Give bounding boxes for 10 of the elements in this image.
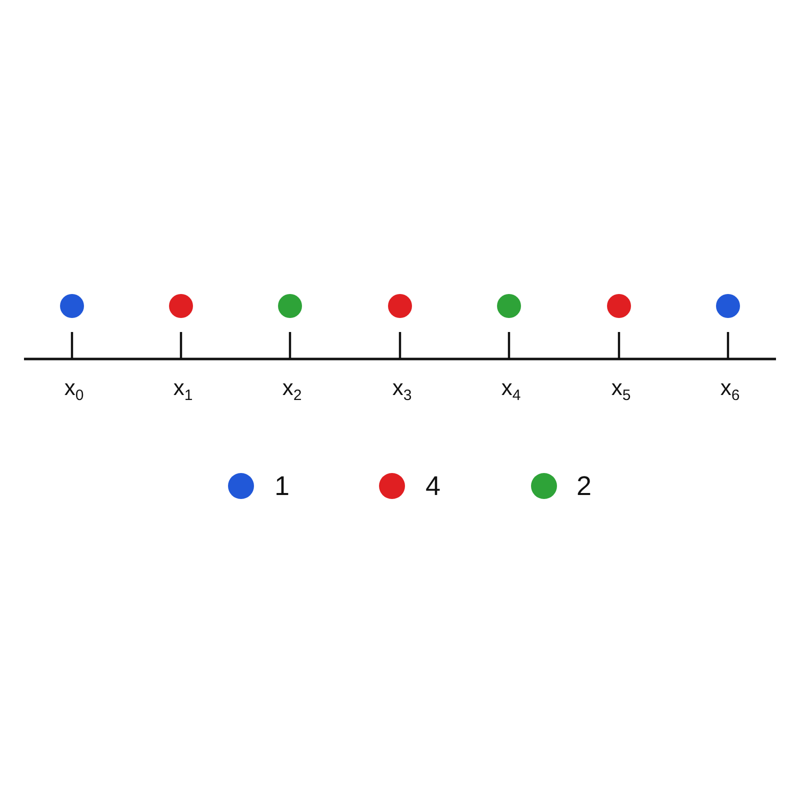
tick-label: x$_{2}$ — [282, 374, 302, 402]
tick-label: x$_{3}$ — [392, 374, 412, 402]
tick-label: x$_{5}$ — [611, 374, 631, 402]
tick-label: x$_{0}$ — [64, 374, 84, 402]
legend-label: 2 — [576, 470, 592, 502]
tick-label: x$_{6}$ — [720, 374, 740, 402]
legend-label: 4 — [425, 470, 441, 502]
legend-label: 1 — [274, 470, 290, 502]
tick-label: x$_{1}$ — [173, 374, 193, 402]
tick-label: x$_{4}$ — [501, 374, 521, 402]
